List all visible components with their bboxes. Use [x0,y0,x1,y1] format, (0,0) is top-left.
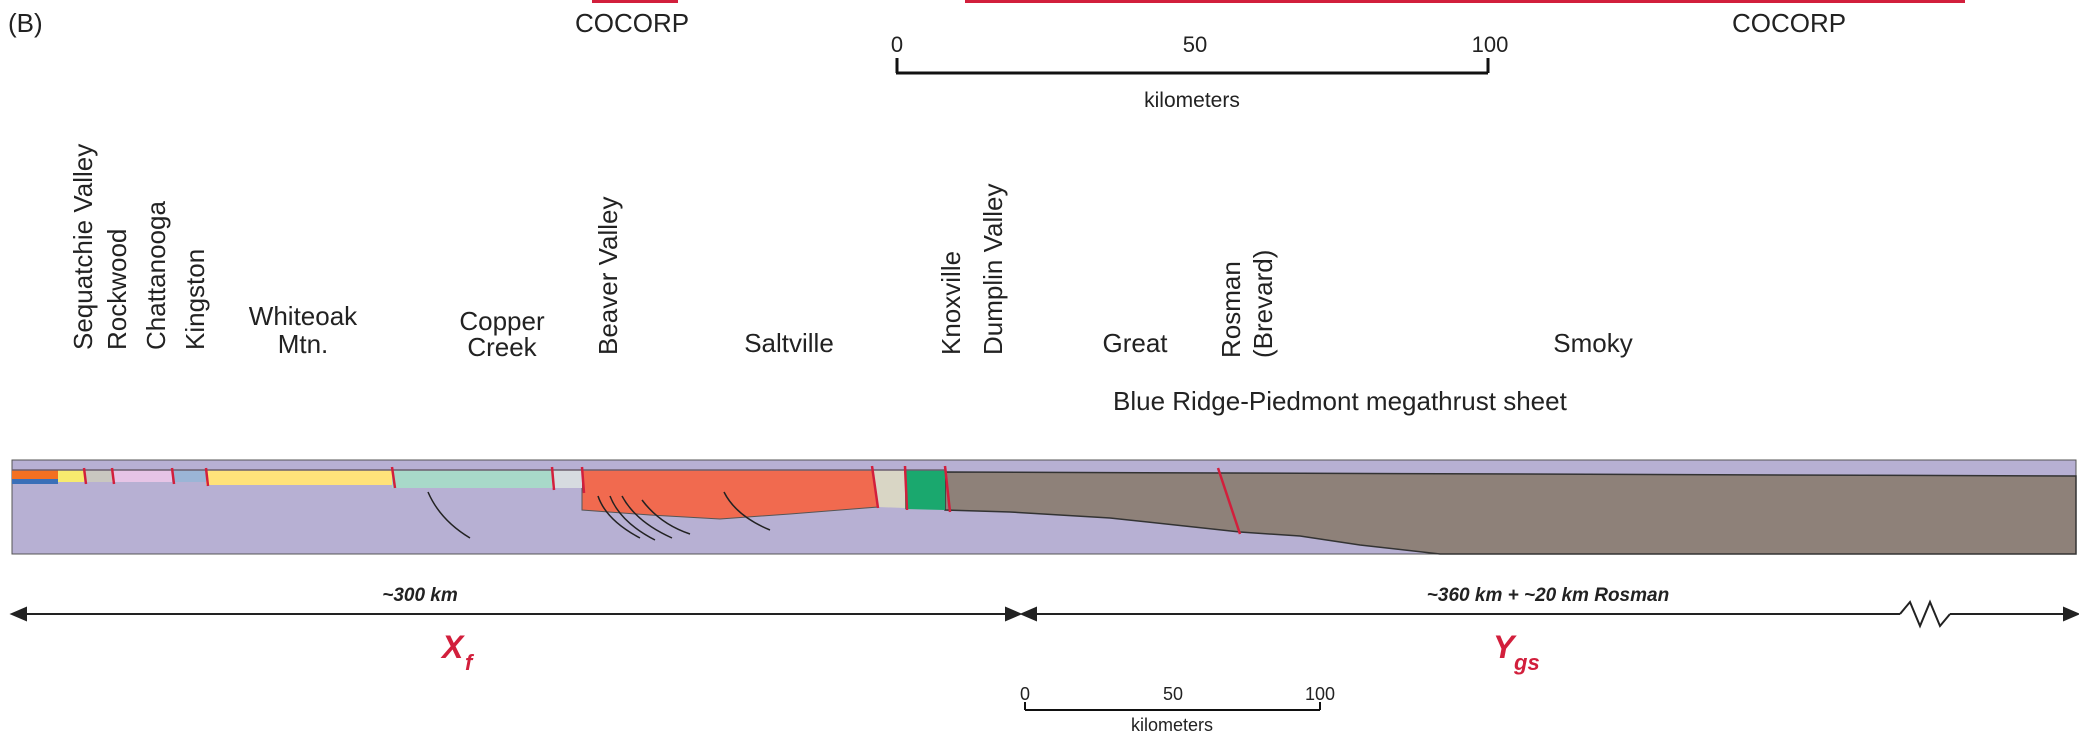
cross-section [11,459,2077,555]
symbol-ygs-sub: gs [1513,650,1540,675]
symbol-ygs-base: Y [1493,629,1517,665]
label-sequatchie-valley: Sequatchie Valley [68,144,98,350]
top-red-mark-left [592,0,678,3]
megathrust-sheet-layer [944,471,2077,555]
top-red-bar [965,0,1965,3]
whiteoak-sheet-layer [206,470,392,485]
bottom-scale-tick-0: 0 [1020,684,1030,704]
dumplin-sheet-layer [905,470,945,510]
frontal-thin-sheets [12,470,206,484]
bottom-scale-unit: kilometers [1131,715,1213,735]
knoxville-sheet-layer [872,470,905,508]
fault-labels: Sequatchie Valley Rockwood Chattanooga K… [68,144,1278,358]
beaver-sheet-layer [552,470,582,488]
label-whiteoak: Whiteoak [249,301,358,331]
symbol-ygs: Y gs [1493,629,1540,675]
imbricate-curves [427,491,771,541]
top-scale-tick-50: 50 [1183,32,1207,57]
label-brevard: (Brevard) [1248,250,1278,358]
top-scale-tick-100: 100 [1472,32,1509,57]
label-chattanooga: Chattanooga [141,201,171,350]
label-copper: Copper [459,306,545,336]
label-megathrust-sheet: Blue Ridge-Piedmont megathrust sheet [1113,386,1568,416]
cocorp-left-label: COCORP [575,8,689,38]
panel-label: (B) [8,8,43,38]
label-saltville: Saltville [744,328,834,358]
label-knoxville: Knoxville [936,251,966,355]
label-creek: Creek [467,332,537,362]
symbol-xf: X f [440,629,475,675]
label-rosman: Rosman [1216,261,1246,358]
label-great: Great [1102,328,1168,358]
cocorp-right-label: COCORP [1732,8,1846,38]
bottom-scale-tick-50: 50 [1163,684,1183,704]
bottom-scale-bar: 0 50 100 kilometers [1020,684,1335,735]
copper-creek-sheet-layer [392,470,552,488]
symbol-xf-base: X [440,629,465,665]
label-kingston: Kingston [180,249,210,350]
top-scale-tick-0: 0 [891,32,903,57]
label-beaver-valley: Beaver Valley [593,197,623,356]
label-dumplin-valley: Dumplin Valley [978,184,1008,355]
top-scale-unit: kilometers [1144,89,1240,112]
horizontal-labels: Whiteoak Mtn. Copper Creek Saltville Gre… [249,301,1633,416]
distance-left-label: ~300 km [382,585,458,606]
distance-right-label: ~360 km + ~20 km Rosman [1427,585,1669,606]
bottom-scale-tick-100: 100 [1305,684,1335,704]
fault-lines [82,465,1242,535]
top-scale-bar: 0 50 100 kilometers [891,32,1508,112]
symbol-xf-sub: f [465,650,475,675]
label-smoky: Smoky [1553,328,1632,358]
distance-arrows [9,599,2079,629]
label-whiteoak-mtn: Mtn. [278,329,329,359]
label-rockwood: Rockwood [102,229,132,350]
